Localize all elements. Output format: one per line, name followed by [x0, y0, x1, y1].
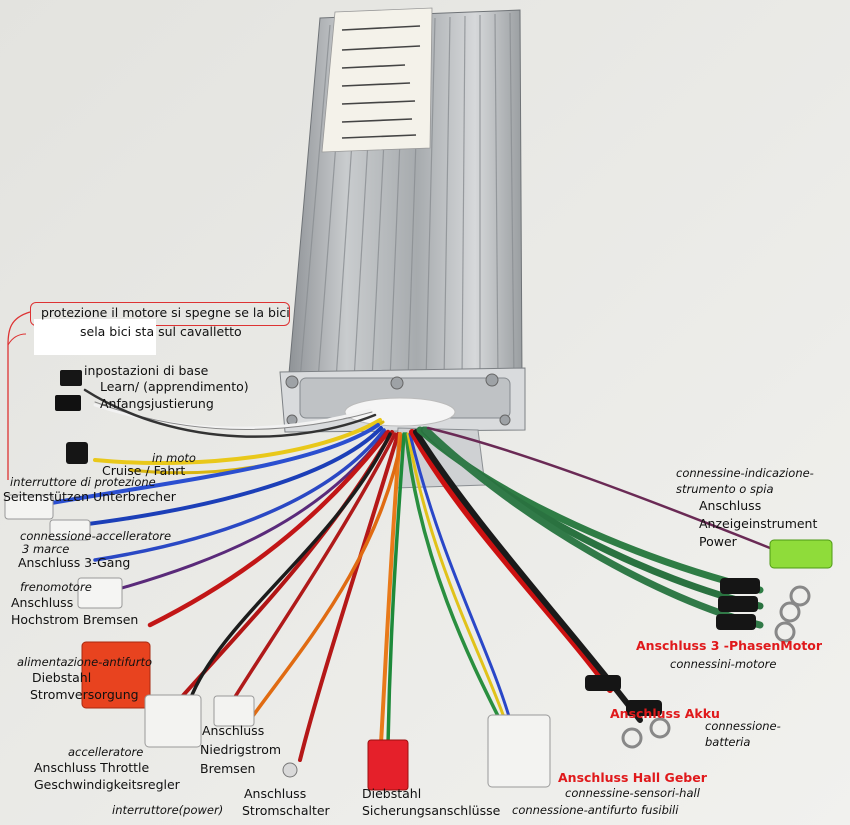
cruise-connector	[66, 442, 88, 464]
label-hochstrom-1: Anschluss	[11, 595, 74, 610]
wire-harness	[38, 388, 782, 762]
label-geschwindigkeitsregler: Geschwindigkeitsregler	[34, 777, 180, 792]
label-stromschalter-1: Anschluss	[244, 786, 307, 801]
three-gear-connector	[49, 519, 91, 541]
callout-outline	[30, 302, 290, 326]
label-accelleratore: accelleratore	[68, 745, 144, 759]
throttle-connector	[144, 694, 202, 748]
label-niedrig-2: Niedrigstrom	[200, 742, 282, 757]
label-connessione-batteria-2: batteria	[705, 735, 751, 749]
label-phasen-motor: Anschluss 3 -PhasenMotor	[636, 638, 823, 653]
label-anschluss-akku: Anschluss Akku	[610, 706, 720, 721]
low-brake-connector	[213, 695, 255, 727]
label-connessine-indicazione-1: connessine-indicazione-	[676, 466, 814, 480]
indicator-connector	[769, 539, 833, 569]
label-diebstahl-sich-1: Diebstahl	[362, 786, 422, 801]
settings-connector-2	[55, 395, 81, 411]
label-connessione-batteria-1: connessione-	[705, 719, 781, 733]
label-basic-settings: inpostazioni di base	[84, 363, 209, 378]
callout-whiteout	[34, 319, 156, 355]
label-hochstrom-2: Hochstrom Bremsen	[11, 612, 139, 627]
label-anschluss-3-gang: Anschluss 3-Gang	[18, 555, 131, 570]
power-switch-terminal	[282, 762, 298, 778]
protection-text-line2: sela bici sta sul cavalletto	[80, 324, 242, 339]
label-diebstahl-strom-1: Diebstahl	[32, 670, 92, 685]
label-anzeige-3: Power	[699, 534, 737, 549]
label-anzeige-2: Anzeigeinstrument	[699, 516, 818, 531]
label-interruttore-protezione: interruttore di protezione	[10, 475, 156, 489]
label-anfangsjustierung: Anfangsjustierung	[100, 396, 214, 411]
label-niedrig-3: Bremsen	[200, 761, 256, 776]
label-stromschalter-2: Stromschalter	[242, 803, 330, 818]
connectors	[4, 370, 833, 791]
battery-ring-terminals	[585, 675, 671, 749]
label-sensori-hall: connessine-sensori-hall	[565, 786, 700, 800]
protection-callout	[30, 302, 290, 355]
label-cruise: Cruise / Fahrt	[102, 463, 186, 478]
protection-text-line1: protezione il motore si spegne se la bic…	[41, 305, 290, 320]
label-connessione-accelleratore: connessione-accelleratore	[20, 529, 172, 543]
label-connessine-indicazione-2: strumento o spia	[676, 482, 774, 496]
settings-connector-1	[60, 370, 82, 386]
label-3-marce: 3 marce	[22, 542, 70, 556]
label-diebstahl-sich-2: Sicherungsanschlüsse	[362, 803, 501, 818]
motor-ring-terminals	[716, 578, 811, 643]
label-frenomotore: frenomotore	[20, 580, 92, 594]
kickstand-connector	[4, 494, 54, 520]
label-in-moto: in moto	[152, 451, 196, 465]
hall-connector	[487, 714, 551, 788]
label-connessini-motore: connessini-motore	[670, 657, 777, 671]
label-diebstahl-strom-2: Stromversorgung	[30, 687, 139, 702]
controller-housing	[279, 7, 526, 489]
label-alimentazione-antifurto: alimentazione-antifurto	[17, 655, 152, 669]
label-anzeige-1: Anschluss	[699, 498, 762, 513]
high-brake-connector	[77, 577, 123, 609]
label-learn: Learn/ (apprendimento)	[100, 379, 249, 394]
label-seitenstuetzen: Seitenstützen Unterbrecher	[3, 489, 176, 504]
label-niedrig-1: Anschluss	[202, 723, 265, 738]
label-anschluss-throttle: Anschluss Throttle	[34, 760, 150, 775]
theft-power-connector	[81, 641, 151, 709]
label-antifurto-fusibili: connessione-antifurto fusibili	[512, 803, 679, 817]
theft-fuse-connector	[367, 739, 409, 791]
label-hall-geber: Anschluss Hall Geber	[558, 770, 707, 785]
label-interruttore-power: interruttore(power)	[112, 803, 224, 817]
product-sticker	[321, 7, 433, 153]
